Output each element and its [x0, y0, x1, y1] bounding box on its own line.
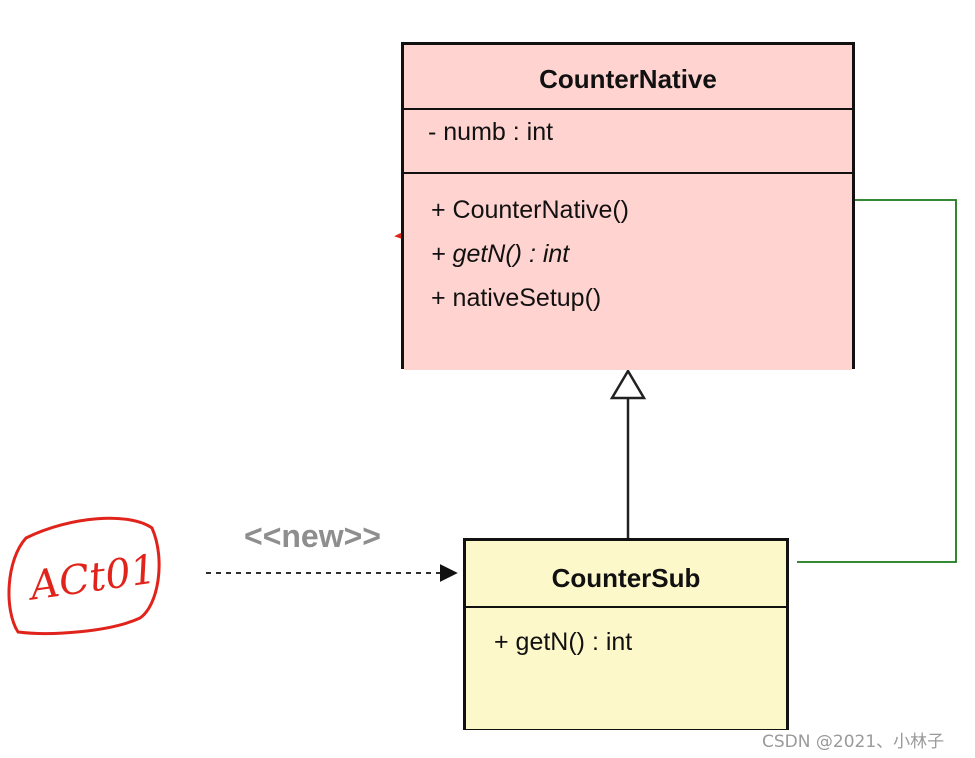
class-name-section: CounterSub — [466, 541, 786, 608]
inheritance-arrowhead — [609, 368, 647, 400]
dependency-stereotype-label: <<new>> — [244, 518, 381, 554]
class-counter-sub[interactable]: CounterSub + getN() : int — [463, 538, 789, 730]
handwritten-loop — [7, 516, 161, 635]
operation-getn: + getN() : int — [431, 240, 570, 268]
operation-constructor: + CounterNative() — [431, 196, 629, 224]
attribute-section: - numb : int — [404, 110, 852, 174]
class-name-section: CounterNative — [404, 45, 852, 110]
operation-section: + getN() : int — [466, 608, 786, 729]
watermark: CSDN @2021、小林子 — [762, 732, 945, 752]
operation-section: + CounterNative() + getN() : int + nativ… — [404, 174, 852, 370]
class-name: CounterNative — [539, 64, 717, 94]
attribute-numb: - numb : int — [428, 118, 554, 146]
class-counter-native[interactable]: CounterNative - numb : int + CounterNati… — [401, 42, 855, 370]
class-name: CounterSub — [551, 563, 701, 593]
operation-getn: + getN() : int — [494, 628, 633, 656]
operation-native-setup: + nativeSetup() — [431, 284, 602, 312]
